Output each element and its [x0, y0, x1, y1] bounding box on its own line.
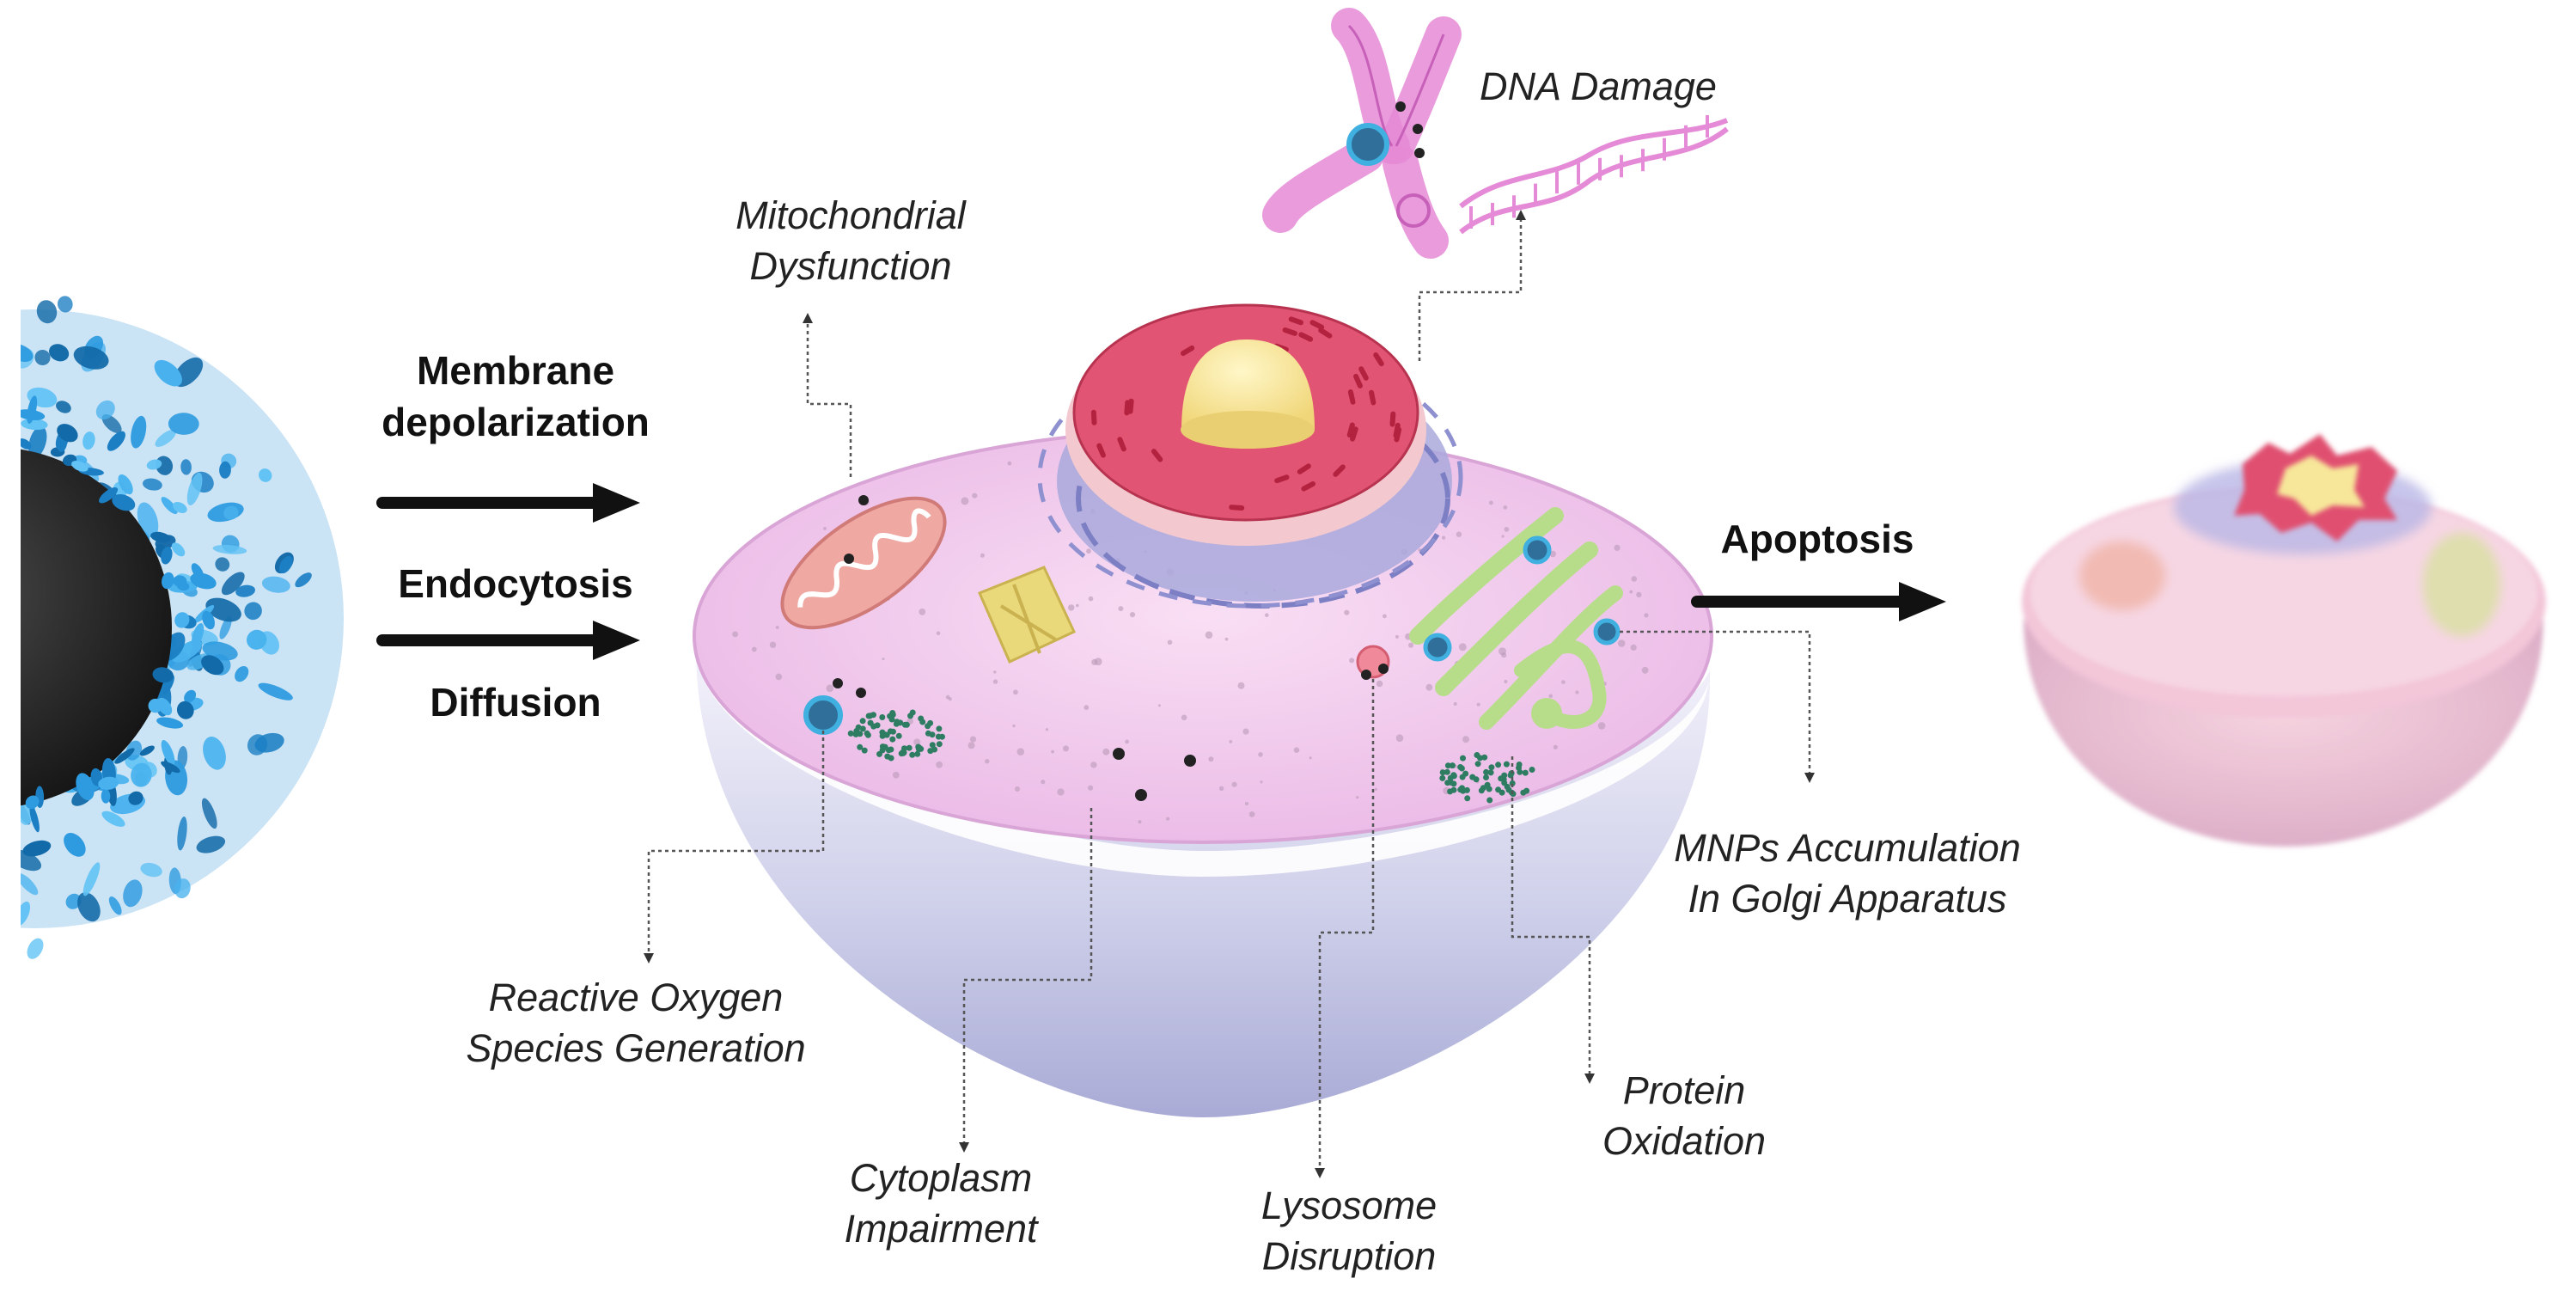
connector-ros: [644, 731, 825, 963]
membrane-arrowhead: [593, 483, 640, 523]
label-cyto-line2: Impairment: [844, 1206, 1038, 1251]
label-cyto-line1: Cytoplasm: [849, 1156, 1033, 1200]
endocytosis-arrowhead: [593, 621, 640, 660]
chromosome-mnp: [1346, 101, 1425, 166]
label-cytoplasm-impairment: Cytoplasm Impairment: [778, 1153, 1104, 1254]
nanoparticle-core: [0, 447, 172, 808]
label-protein-line1: Protein: [1622, 1068, 1746, 1112]
golgi-apparatus: [1409, 507, 1623, 730]
label-diffusion: Diffusion: [430, 680, 601, 725]
cell-illustration: [693, 303, 1713, 1117]
mitochondrion: [780, 496, 947, 630]
nanoparticle-illustration: [0, 296, 344, 959]
cell-rim-highlight: [696, 649, 1710, 877]
apoptotic-cell-illustration: [2022, 434, 2546, 847]
ribosome-cluster-right: [1439, 752, 1535, 804]
connector-cytoplasm: [959, 808, 1093, 1153]
entry-arrows: [376, 483, 640, 660]
black-nanoparticle-dots: [833, 495, 1389, 801]
connector-golgi: [1620, 630, 1815, 783]
label-mitochondrial-dysfunction: Mitochondrial Dysfunction: [687, 191, 1014, 291]
label-mnps-golgi: MNPs Accumulation In Golgi Apparatus: [1633, 823, 2062, 924]
label-golgi-line1: MNPs Accumulation: [1674, 826, 2021, 870]
label-mito-line1: Mitochondrial: [736, 193, 966, 237]
label-lyso-line2: Disruption: [1261, 1233, 1437, 1278]
nucleolus: [1181, 340, 1315, 430]
nanoparticle-shell-flakes-front: [16, 395, 224, 857]
left-crop-edge: [0, 0, 21, 1303]
connector-protein: [1511, 756, 1595, 1084]
label-lysosome-disruption: Lysosome Disruption: [1186, 1181, 1512, 1282]
label-dna-damage: DNA Damage: [1480, 64, 1717, 108]
label-mito-line2: Dysfunction: [749, 243, 952, 288]
label-ros-line1: Reactive Oxygen: [488, 976, 784, 1019]
ribosome-cluster-left: [847, 709, 945, 762]
nucleus: [1065, 303, 1426, 546]
label-protein-line2: Oxidation: [1602, 1118, 1767, 1163]
apoptotic-nucleus: [2234, 434, 2397, 541]
label-membrane-line1: Membrane: [416, 348, 615, 393]
apoptosis-arrow: [1691, 582, 1946, 621]
label-apoptosis: Apoptosis: [1720, 517, 1914, 561]
label-endocytosis: Endocytosis: [398, 561, 633, 606]
chromosome-dna-illustration: [1262, 8, 1729, 259]
label-membrane-line2: depolarization: [382, 399, 650, 444]
label-ros-generation: Reactive Oxygen Species Generation: [434, 973, 838, 1074]
nucleus-pores: [1090, 316, 1402, 511]
label-lyso-line1: Lysosome: [1261, 1184, 1438, 1227]
label-ros-line2: Species Generation: [466, 1025, 806, 1070]
label-protein-oxidation: Protein Oxidation: [1547, 1066, 1822, 1166]
label-golgi-line2: In Golgi Apparatus: [1688, 876, 2007, 921]
mnp-particles: [803, 535, 1621, 735]
connector-lines: [644, 210, 1815, 1178]
connector-dna: [1418, 210, 1526, 361]
yellow-crystal: [978, 566, 1076, 664]
label-membrane-depolarization: Membrane depolarization: [374, 346, 657, 449]
connector-mitochondria: [803, 313, 852, 477]
connector-lysosome: [1315, 679, 1375, 1178]
